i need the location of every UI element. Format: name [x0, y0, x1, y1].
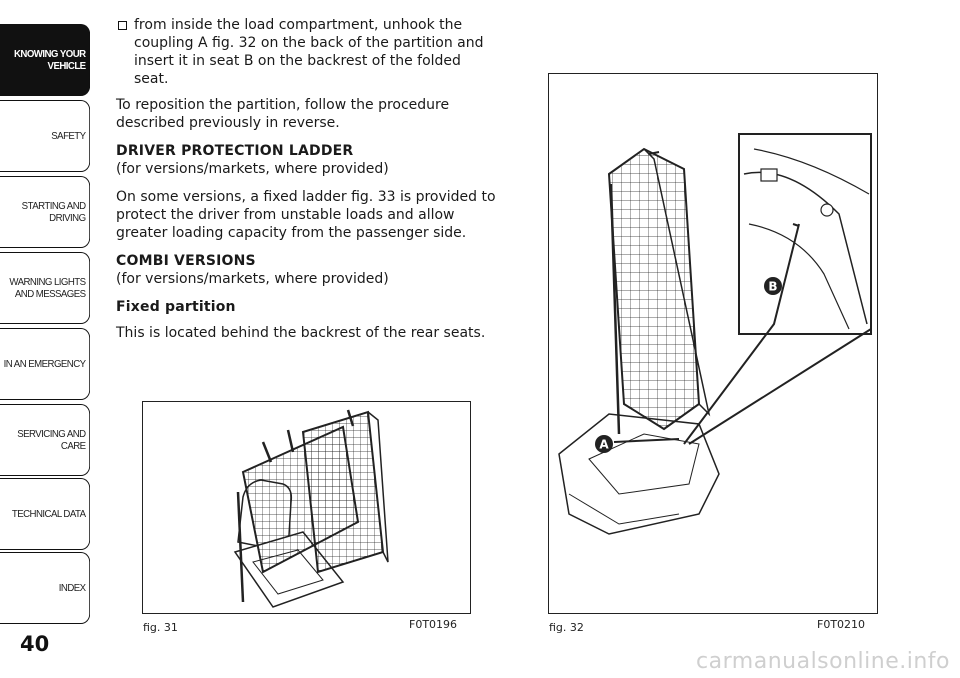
figure-label: fig. 31 — [143, 621, 178, 634]
paragraph: This is located behind the backrest of t… — [116, 325, 486, 341]
figure-code: F0T0210 — [817, 618, 866, 631]
section-heading: DRIVER PROTECTION LADDER — [116, 143, 354, 159]
tab-safety[interactable]: SAFETY — [0, 100, 91, 172]
seat-ladder-illustration — [233, 409, 389, 608]
tab-label: WARNING LIGHTS AND MESSAGES — [9, 276, 86, 300]
section-subtitle: (for versions/markets, where provided) — [116, 271, 389, 287]
figure-code: F0T0196 — [409, 618, 458, 631]
page-number: 40 — [20, 632, 50, 656]
tab-label: TECHNICAL DATA — [11, 508, 86, 520]
tab-warning-lights[interactable]: WARNING LIGHTS AND MESSAGES — [0, 252, 91, 324]
paragraph: To reposition the partition, follow the … — [116, 97, 450, 131]
bullet-item: from inside the load compartment, unhook… — [116, 16, 498, 88]
tab-starting-and-driving[interactable]: STARTING AND DRIVING — [0, 176, 91, 248]
tab-label: IN AN EMERGENCY — [3, 358, 86, 370]
tab-label: INDEX — [58, 582, 86, 594]
figure-label: fig. 32 — [549, 621, 584, 634]
tab-label: STARTING AND DRIVING — [21, 200, 86, 224]
tab-index[interactable]: INDEX — [0, 552, 91, 624]
figure-31: fig. 31 F0T0196 — [142, 401, 471, 634]
subsection-heading: Fixed partition — [116, 299, 236, 315]
tab-in-an-emergency[interactable]: IN AN EMERGENCY — [0, 328, 91, 400]
paragraph: On some versions, a fixed ladder fig. 33… — [116, 189, 496, 241]
text-column: from inside the load compartment, unhook… — [116, 16, 498, 352]
callout-a: A — [599, 438, 609, 452]
callout-b: B — [768, 280, 777, 294]
tab-technical-data[interactable]: TECHNICAL DATA — [0, 478, 91, 550]
tab-label: SERVICING AND CARE — [17, 428, 86, 452]
partition-coupling-illustration: B A — [558, 133, 872, 535]
tab-knowing-your-vehicle[interactable]: KNOWING YOUR VEHICLE — [0, 24, 91, 96]
tab-servicing-and-care[interactable]: SERVICING AND CARE — [0, 404, 91, 476]
section-subtitle: (for versions/markets, where provided) — [116, 161, 389, 177]
watermark: carmanualsonline.info — [696, 649, 950, 674]
section-heading: COMBI VERSIONS — [116, 253, 256, 269]
figure-32: B A fig. 32 F0T0210 — [548, 73, 878, 634]
checkbox-bullet-icon — [118, 21, 127, 30]
tab-label: KNOWING YOUR VEHICLE — [14, 48, 86, 72]
tab-label: SAFETY — [51, 130, 86, 142]
bullet-text: from inside the load compartment, unhook… — [134, 17, 484, 87]
